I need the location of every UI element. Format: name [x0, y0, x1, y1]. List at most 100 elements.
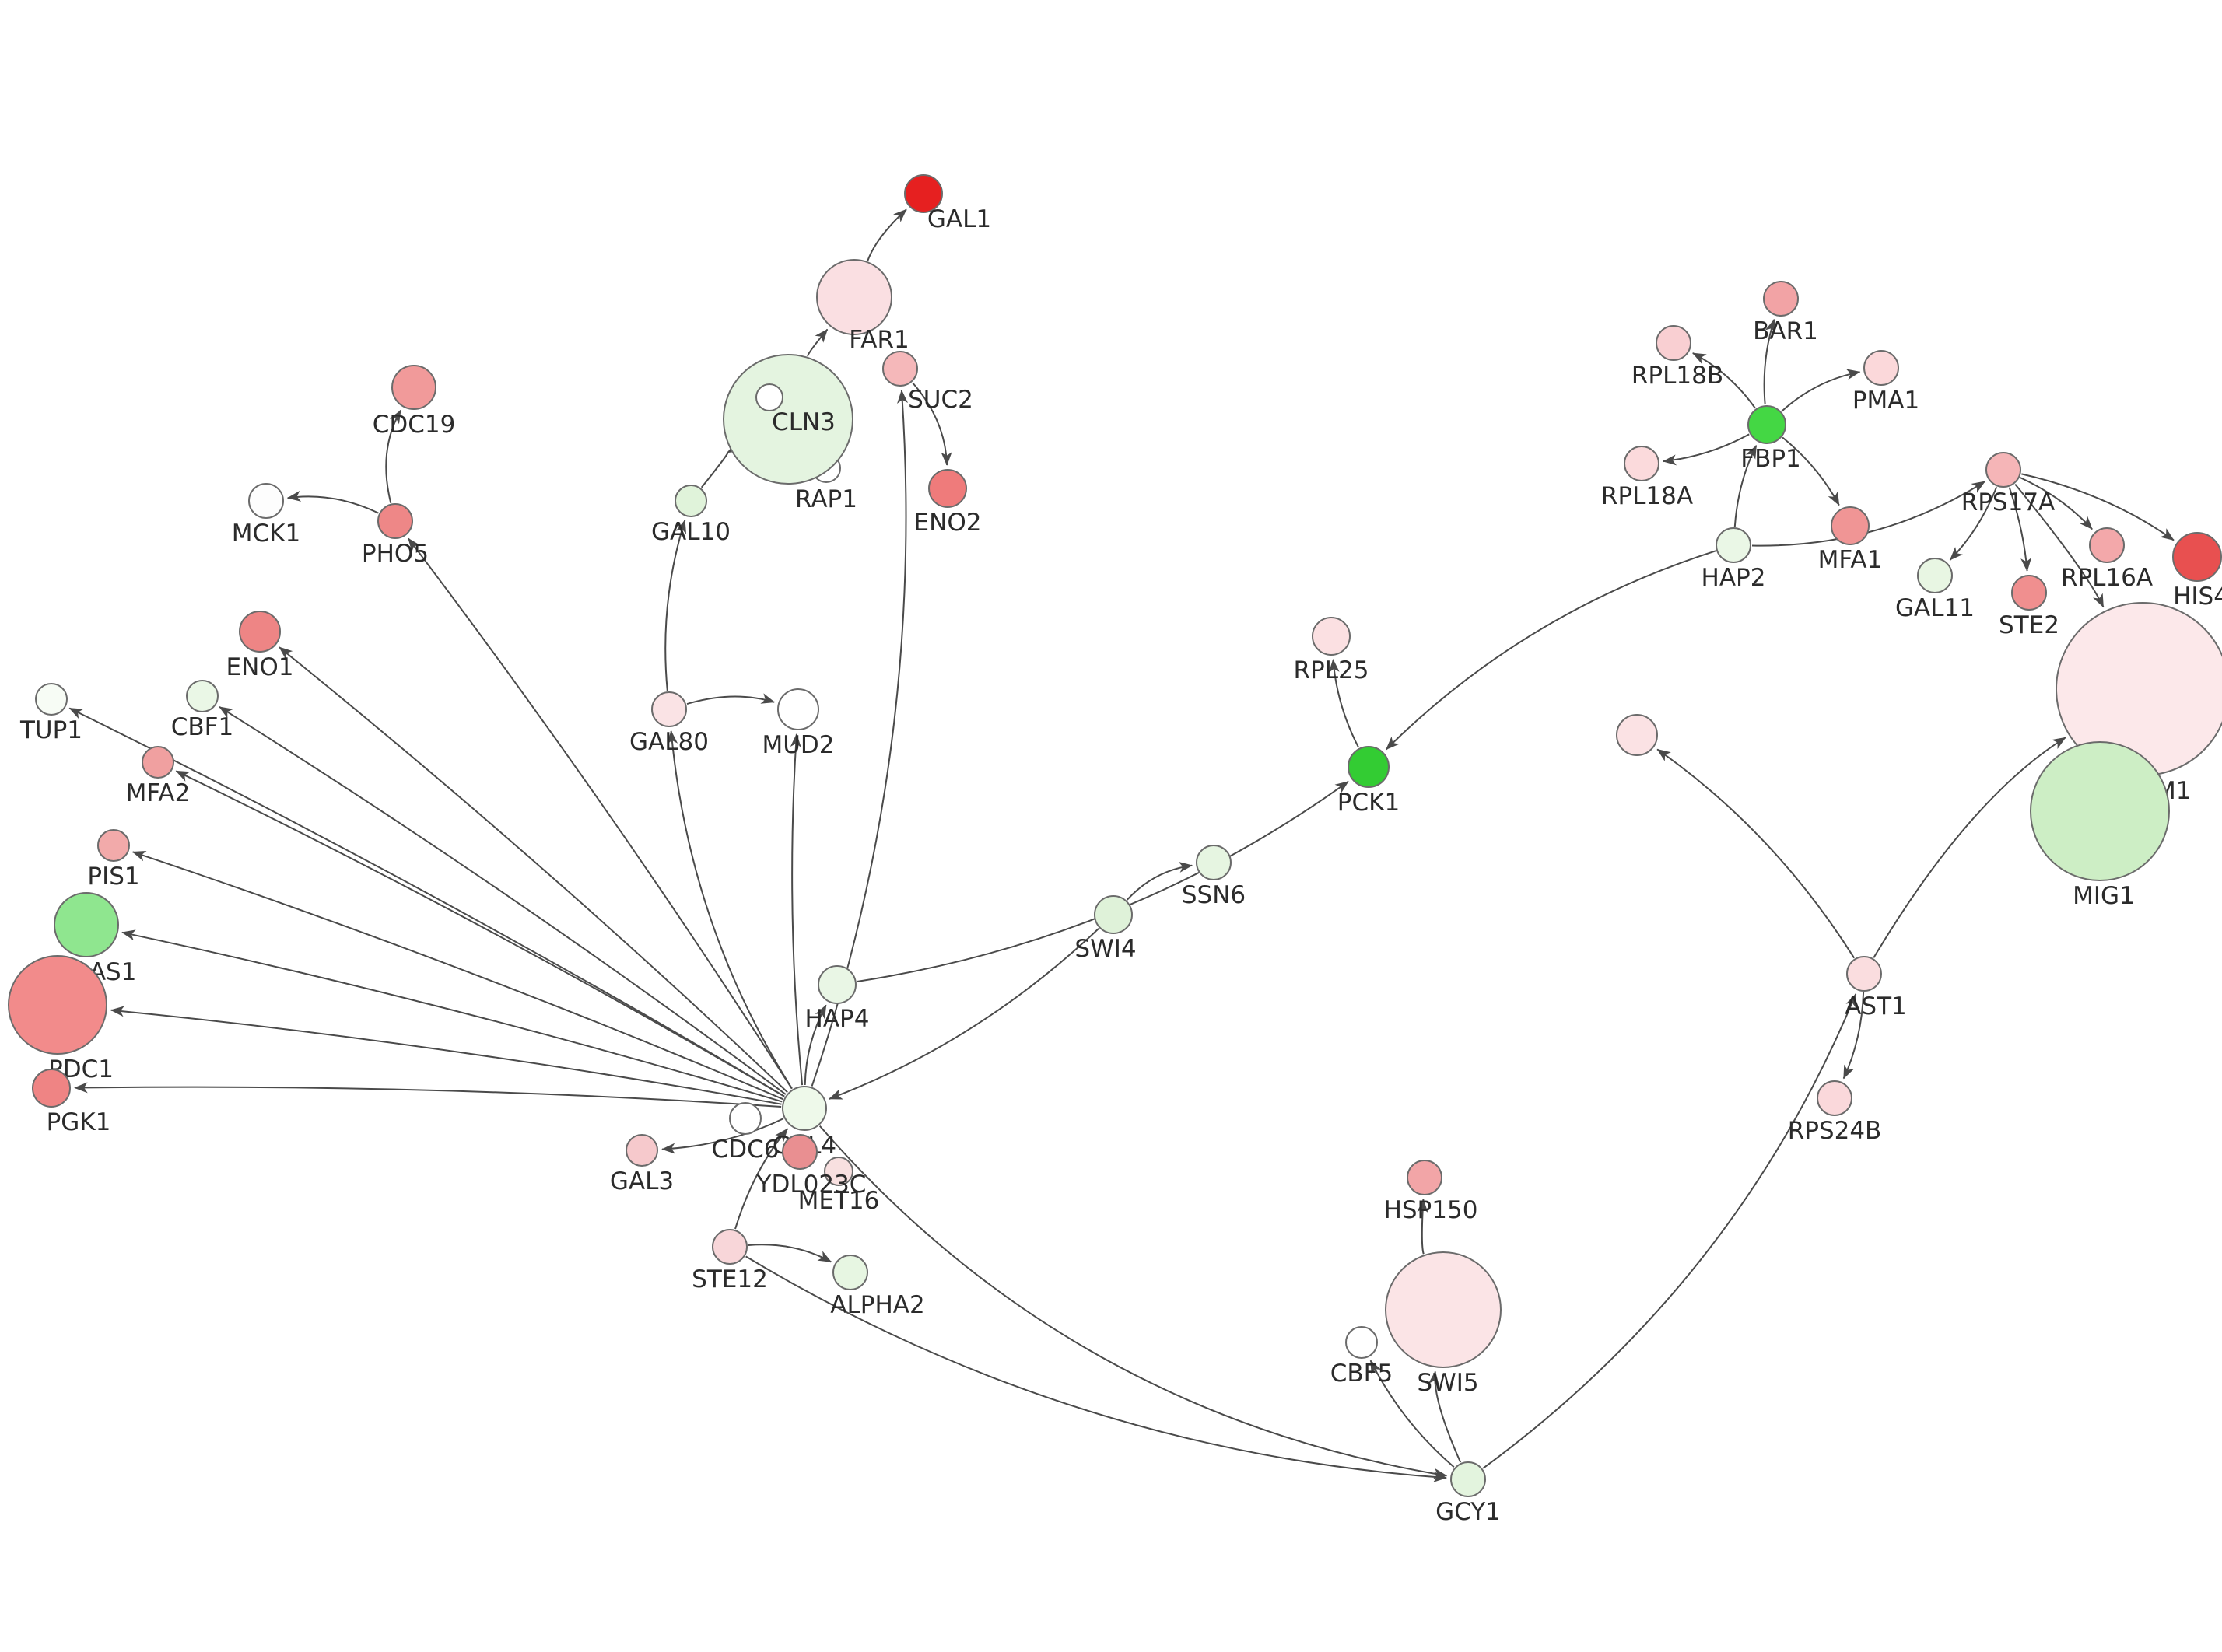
edge-RPS17A-HIS4[interactable]: [2021, 473, 2175, 541]
node-MFA1[interactable]: [1831, 506, 1870, 545]
node-GAL4[interactable]: [782, 1086, 827, 1131]
node-PHO5[interactable]: [377, 503, 413, 539]
edge-GAL4-GCY1[interactable]: [818, 1125, 1448, 1479]
node-GAL10[interactable]: [675, 485, 707, 517]
node-BAR1[interactable]: [1763, 281, 1799, 317]
edge-SWI5-HSP150[interactable]: [1417, 1199, 1428, 1255]
edge-GCY1-AST1[interactable]: [1482, 993, 1857, 1469]
node-ALPHA2[interactable]: [832, 1255, 868, 1290]
node-CDC19[interactable]: [391, 365, 436, 410]
edge-GAL80-GAL10[interactable]: [664, 519, 687, 691]
node-GAL11[interactable]: [1917, 558, 1953, 593]
edge-GAL4-PGK1[interactable]: [74, 1082, 782, 1108]
edge-GAL4-ENO1[interactable]: [279, 646, 788, 1094]
edge-SWI4-GAL4[interactable]: [828, 928, 1099, 1100]
node-MIG1[interactable]: [2030, 741, 2170, 881]
node-GAL3[interactable]: [626, 1134, 658, 1167]
edge-RPS17A-STE2[interactable]: [2008, 487, 2032, 572]
node-STE12[interactable]: [712, 1229, 748, 1265]
node-GCY1[interactable]: [1450, 1461, 1486, 1497]
edge-GAL4-TUP1[interactable]: [68, 707, 785, 1097]
node-RPL18A[interactable]: [1624, 446, 1659, 481]
node-MET16[interactable]: [824, 1157, 853, 1186]
edge-GAL4-PDC1[interactable]: [110, 1006, 782, 1105]
node-HAP4[interactable]: [818, 965, 857, 1004]
node-node2[interactable]: [755, 383, 783, 411]
node-RAS1[interactable]: [54, 892, 119, 957]
node-ENO1[interactable]: [239, 611, 281, 653]
edge-GAL4-GAL3[interactable]: [661, 1118, 784, 1154]
node-STE2[interactable]: [2011, 575, 2047, 611]
edge-AST1-RPS24B[interactable]: [1842, 992, 1865, 1080]
node-GAL80[interactable]: [651, 691, 687, 727]
edge-STE12-GAL4[interactable]: [734, 1128, 789, 1230]
edge-FBP1-RPL18B[interactable]: [1692, 352, 1756, 409]
edge-AST1-MCM1[interactable]: [1873, 737, 2066, 958]
edge-PCK1-RPL25[interactable]: [1328, 659, 1360, 748]
edge-GAL4-CBF1[interactable]: [219, 705, 787, 1095]
node-RPL25[interactable]: [1312, 617, 1351, 656]
node-FBP1[interactable]: [1747, 405, 1786, 444]
node-AST1[interactable]: [1846, 956, 1882, 992]
edge-FBP1-MFA1[interactable]: [1782, 436, 1840, 506]
edge-CLN3-FAR1[interactable]: [807, 328, 829, 357]
edge-HAP2-FBP1[interactable]: [1733, 445, 1758, 527]
node-CBF5[interactable]: [1345, 1326, 1378, 1359]
edge-PHO5-MCK1[interactable]: [286, 491, 379, 514]
edge-FBP1-PMA1[interactable]: [1781, 369, 1861, 412]
edge-STE12-ALPHA2[interactable]: [748, 1244, 832, 1263]
node-MUD2[interactable]: [777, 688, 819, 730]
edge-GAL4-MFA2[interactable]: [175, 770, 785, 1097]
node-SSN6[interactable]: [1196, 845, 1232, 880]
node-CDC6[interactable]: [729, 1102, 762, 1135]
edge-HAP2-RPS17A[interactable]: [1751, 481, 1986, 547]
node-RPL18B[interactable]: [1656, 325, 1691, 361]
edge-FAR1-GAL1[interactable]: [867, 208, 907, 261]
edge-GAL4-PIS1[interactable]: [131, 850, 783, 1101]
node-MCK1[interactable]: [248, 483, 284, 519]
node-PCK1[interactable]: [1348, 746, 1390, 788]
edge-GCY1-SWI5[interactable]: [1428, 1370, 1462, 1463]
node-HIS4[interactable]: [2172, 532, 2222, 582]
node-ENO2[interactable]: [928, 469, 967, 508]
edge-GAL80-MUD2[interactable]: [686, 693, 776, 705]
edge-RPS17A-MCM1[interactable]: [2014, 483, 2105, 608]
node-PIS1[interactable]: [97, 829, 130, 862]
node-RPL16A[interactable]: [2089, 527, 2125, 563]
edge-STE12-GCY1[interactable]: [745, 1255, 1447, 1482]
edge-GAL4-PHO5[interactable]: [408, 537, 793, 1090]
node-HSP150[interactable]: [1407, 1160, 1442, 1195]
edge-PHO5-CDC19[interactable]: [385, 409, 401, 503]
node-YDL023C[interactable]: [782, 1134, 818, 1170]
edge-HAP2-PCK1[interactable]: [1385, 550, 1716, 751]
edge-GAL4-HAP4[interactable]: [804, 1004, 827, 1086]
node-TUP1[interactable]: [35, 683, 68, 716]
node-RPS17A[interactable]: [1985, 452, 2021, 488]
node-CLN3[interactable]: [723, 354, 853, 485]
node-SWI5[interactable]: [1385, 1251, 1502, 1368]
edge-RPS17A-GAL11[interactable]: [1949, 486, 1998, 561]
edge-GAL4-RAS1[interactable]: [121, 929, 783, 1103]
node-MFA2[interactable]: [142, 746, 174, 779]
node-RPS24B[interactable]: [1817, 1080, 1852, 1116]
node-CBF1[interactable]: [186, 680, 219, 712]
node-GAL1[interactable]: [904, 174, 943, 213]
node-SUC2[interactable]: [882, 351, 918, 387]
edge-SWI4-SSN6[interactable]: [1126, 861, 1193, 901]
edge-AST1-node1[interactable]: [1656, 748, 1856, 959]
node-FAR1[interactable]: [816, 259, 892, 335]
edge-SUC2-ENO2[interactable]: [912, 382, 952, 466]
edge-RPS17A-RPL16A[interactable]: [2020, 477, 2093, 530]
node-PGK1[interactable]: [32, 1069, 71, 1108]
edge-GAL4-MUD2[interactable]: [790, 733, 804, 1086]
edge-GAL4-GAL80[interactable]: [667, 730, 793, 1090]
node-PDC1[interactable]: [8, 955, 107, 1055]
node-HAP2[interactable]: [1716, 527, 1751, 563]
edge-FBP1-BAR1[interactable]: [1763, 318, 1776, 405]
node-node1[interactable]: [1616, 714, 1658, 756]
node-PMA1[interactable]: [1863, 350, 1899, 386]
edge-GCY1-CBF5[interactable]: [1369, 1360, 1455, 1468]
edge-GAL10-CLN3[interactable]: [700, 441, 741, 488]
node-SWI4[interactable]: [1094, 895, 1133, 934]
edge-FBP1-RPL18A[interactable]: [1662, 433, 1750, 466]
